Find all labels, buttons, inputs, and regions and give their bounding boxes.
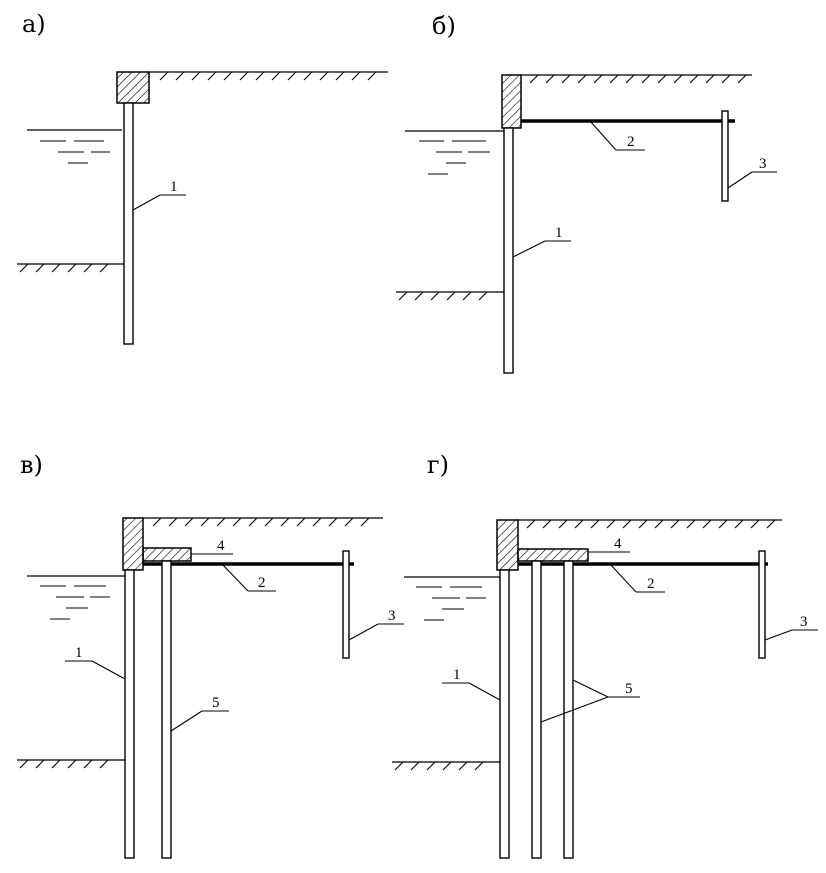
panel-d-letter: г): [427, 451, 449, 479]
svg-text:1: 1: [170, 179, 178, 195]
svg-text:2: 2: [647, 576, 655, 592]
relieving-platform: [517, 548, 589, 562]
panel-b: б) 1 2: [396, 12, 777, 374]
water-level: [27, 129, 122, 164]
svg-text:5: 5: [212, 695, 220, 711]
svg-text:2: 2: [258, 575, 266, 591]
svg-text:4: 4: [217, 538, 225, 554]
label-1: 1: [512, 225, 571, 258]
panel-c: в) 1: [17, 451, 404, 859]
panel-c-letter: в): [20, 451, 43, 479]
support-pile-1: [531, 560, 542, 859]
capping-beam: [116, 71, 150, 104]
svg-text:3: 3: [759, 156, 767, 172]
label-1: 1: [442, 667, 501, 701]
seabed: [392, 761, 500, 771]
water-level: [27, 575, 125, 620]
svg-text:3: 3: [800, 614, 808, 630]
sheet-pile-wall: [124, 569, 135, 859]
anchor-wall: [758, 550, 766, 659]
support-pile: [161, 560, 172, 859]
ground-surface-top: [143, 517, 383, 527]
sheet-pile-wall: [123, 102, 134, 345]
svg-text:4: 4: [614, 536, 622, 552]
capping-beam: [496, 519, 519, 571]
anchor-wall: [342, 550, 350, 659]
seabed: [396, 291, 504, 301]
capping-beam: [501, 74, 522, 129]
svg-text:1: 1: [75, 645, 83, 661]
panel-a-letter: а): [22, 10, 46, 38]
svg-text:3: 3: [388, 608, 396, 624]
sheet-pile-wall: [499, 569, 510, 859]
seabed: [17, 759, 125, 769]
svg-text:2: 2: [627, 134, 635, 150]
label-2: 2: [609, 563, 665, 593]
label-2: 2: [589, 120, 645, 151]
label-5: 5: [540, 679, 640, 723]
label-3: 3: [727, 156, 777, 189]
svg-text:1: 1: [555, 225, 563, 241]
panel-a: а) 1: [17, 10, 388, 345]
relieving-platform: [142, 547, 192, 562]
label-4: 4: [191, 538, 233, 555]
svg-text:1: 1: [453, 667, 461, 683]
label-5: 5: [170, 695, 229, 732]
label-2: 2: [221, 563, 276, 592]
panel-b-letter: б): [432, 12, 456, 40]
label-3: 3: [764, 614, 818, 641]
ground-surface-top: [520, 74, 752, 84]
ground-surface-top: [149, 71, 388, 81]
label-1: 1: [65, 645, 126, 680]
sheet-pile-wall: [503, 127, 514, 374]
label-4: 4: [588, 536, 630, 553]
ground-surface-top: [517, 519, 782, 529]
label-3: 3: [348, 608, 404, 641]
svg-text:5: 5: [625, 681, 633, 697]
water-level: [405, 130, 504, 175]
anchor-wall: [721, 110, 729, 202]
capping-beam: [122, 517, 144, 571]
support-pile-2: [563, 560, 574, 859]
water-level: [404, 576, 500, 621]
label-1: 1: [132, 179, 186, 211]
panel-d: г) 1: [392, 451, 818, 859]
seabed: [17, 263, 124, 273]
